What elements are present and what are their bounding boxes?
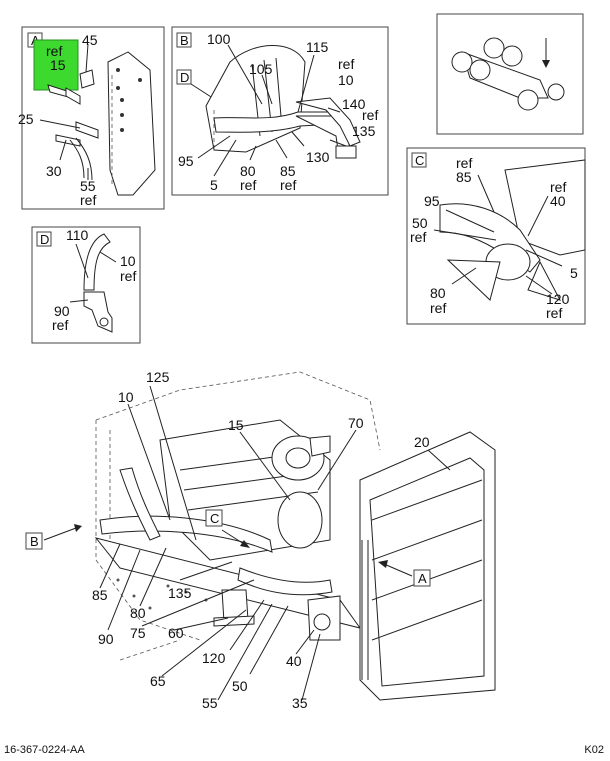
- callout-70: 70: [348, 415, 364, 431]
- drawing-code: 16-367-0224-AA: [4, 744, 85, 756]
- callout-60: 60: [168, 625, 184, 641]
- callout-d-10-ref: ref: [120, 268, 136, 284]
- detail-b-panel: B D 100 115 ref 10 105 140 ref 135 95 5 …: [171, 26, 389, 196]
- callout-a-25: 25: [18, 111, 34, 127]
- callout-c-80-ref: ref: [430, 300, 446, 316]
- callout-b-80-ref: ref: [240, 177, 256, 193]
- callout-c-80: 80: [430, 285, 446, 301]
- callout-75: 75: [130, 625, 146, 641]
- callout-b-135: 135: [352, 123, 376, 139]
- view-ref-a-letter: A: [418, 571, 427, 586]
- callout-a-30: 30: [46, 163, 62, 179]
- callout-90: 90: [98, 631, 114, 647]
- callout-d-90: 90: [54, 303, 70, 319]
- detail-c-letter: C: [415, 153, 424, 168]
- detail-d-panel: D 110 10 ref 90 ref: [31, 226, 141, 344]
- location-arrow: [542, 60, 550, 68]
- highlighted-callout-number: 15: [50, 57, 66, 73]
- detail-d-tag: [36, 231, 52, 247]
- callout-135: 135: [168, 585, 192, 601]
- callout-15: 15: [228, 417, 244, 433]
- callout-a-55-ref: ref: [80, 192, 96, 208]
- callout-b-135-ref: ref: [362, 107, 378, 123]
- callout-b-95: 95: [178, 153, 194, 169]
- view-c-arrow: [240, 540, 250, 548]
- view-ref-c-letter: C: [210, 511, 219, 526]
- callout-a-45: 45: [82, 32, 98, 48]
- callout-b-85-ref: ref: [280, 177, 296, 193]
- view-ref-c-tag: [205, 509, 223, 527]
- callout-b-130: 130: [306, 149, 330, 165]
- detail-c-panel: C ref 85 ref 40 95 50 ref 5 80 ref 120 r…: [406, 147, 586, 325]
- callout-b-105: 105: [249, 61, 273, 77]
- highlighted-callout-ref: ref: [46, 43, 62, 59]
- callout-20: 20: [414, 434, 430, 450]
- callout-35: 35: [292, 695, 308, 711]
- callout-c-120-ref: ref: [546, 305, 562, 321]
- callout-c-50: 50: [412, 215, 428, 231]
- bracket-panel: [107, 51, 156, 196]
- callout-50: 50: [232, 678, 248, 694]
- callout-c-5: 5: [570, 265, 578, 281]
- callout-c-40-ref: ref: [550, 179, 566, 195]
- detail-b-letter: B: [180, 33, 189, 48]
- detail-b-sub-tag: [176, 69, 192, 85]
- view-ref-b-tag: [25, 532, 43, 550]
- callout-b-85: 85: [280, 163, 296, 179]
- highlighted-callout-box: [33, 39, 79, 91]
- callout-c-85-ref: ref: [456, 155, 472, 171]
- callout-a-55: 55: [80, 178, 96, 194]
- callout-c-40: 40: [550, 193, 566, 209]
- view-b-arrow: [74, 524, 82, 532]
- fan: [277, 491, 323, 549]
- callout-b-115: 115: [306, 39, 329, 55]
- callout-b-80: 80: [240, 163, 256, 179]
- callout-c-120: 120: [546, 291, 570, 307]
- callout-b-5: 5: [210, 177, 218, 193]
- callout-55: 55: [202, 695, 218, 711]
- callout-c-95: 95: [424, 193, 440, 209]
- detail-c-tag: [411, 152, 427, 168]
- callout-b-140: 140: [342, 96, 366, 112]
- callout-c-50-ref: ref: [410, 229, 426, 245]
- detail-b-tag: [176, 32, 192, 48]
- callout-10: 10: [118, 389, 134, 405]
- truck-location-panel: [436, 13, 584, 135]
- callout-b-100: 100: [207, 31, 231, 47]
- detail-b-sub-letter: D: [180, 70, 189, 85]
- callout-d-10: 10: [120, 253, 136, 269]
- callout-b-10-ref: ref: [338, 56, 354, 72]
- callout-c-85: 85: [456, 169, 472, 185]
- callout-125: 125: [146, 369, 170, 385]
- hose-110: [83, 233, 111, 291]
- callout-40: 40: [286, 653, 302, 669]
- callout-80: 80: [130, 605, 146, 621]
- callout-d-110: 110: [66, 227, 89, 243]
- callout-65: 65: [150, 673, 166, 689]
- main-assembly: 125 10 15 70 20 85 80 90 135 75 60 65 12…: [25, 369, 496, 711]
- view-a-arrow: [378, 560, 388, 568]
- view-ref-b-letter: B: [30, 534, 39, 549]
- detail-a-panel: A ref 15 45 25 30 55 ref: [18, 26, 165, 210]
- callout-120: 120: [202, 650, 226, 666]
- view-ref-a-tag: [413, 569, 431, 587]
- detail-d-letter: D: [40, 232, 49, 247]
- callout-b-10: 10: [338, 72, 354, 88]
- sheet-number: K02: [584, 744, 604, 756]
- callout-d-90-ref: ref: [52, 317, 68, 333]
- callout-85: 85: [92, 587, 108, 603]
